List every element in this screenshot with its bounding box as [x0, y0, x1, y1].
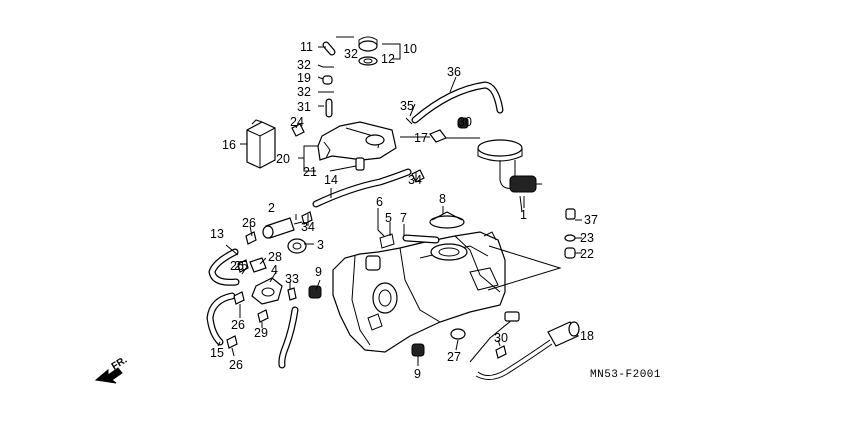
cap-assembly: [358, 36, 378, 66]
hose-33-line: [278, 306, 299, 369]
callout-21: 21: [303, 165, 317, 179]
hose-13: [208, 248, 240, 286]
hose-14: [312, 168, 412, 208]
fuel-pump-assembly: [477, 139, 542, 213]
callout-26-c: 26: [229, 358, 243, 372]
callout-23: 23: [580, 231, 594, 245]
hose-7: [402, 234, 440, 244]
front-direction-arrow-icon: [94, 367, 123, 384]
callout-8: 8: [439, 192, 446, 206]
canister: [246, 119, 276, 169]
callout-10: 10: [403, 42, 417, 56]
callout-36: 36: [447, 65, 461, 79]
callout-26-d: 26: [230, 259, 244, 273]
fuel-filter: [251, 217, 307, 305]
hose-11: [322, 41, 336, 56]
diagram-code: MN53-F2001: [590, 369, 661, 381]
callout-22: 22: [580, 247, 594, 261]
callout-7: 7: [400, 211, 407, 225]
fuel-tank: [332, 231, 506, 353]
callout-5: 5: [385, 211, 392, 225]
callout-25: 25: [234, 259, 248, 273]
small-parts: [291, 66, 576, 259]
callout-11: 11: [300, 40, 313, 54]
callout-4: 4: [271, 263, 278, 277]
callout-20: 20: [276, 152, 290, 166]
callout-30-b: 30: [494, 331, 508, 345]
callout-35: 35: [400, 99, 414, 113]
bracket-assembly: [317, 121, 397, 171]
callout-34-a: 34: [301, 220, 315, 234]
callout-34-b: 34: [408, 173, 422, 187]
callout-18: 18: [580, 329, 594, 343]
callout-26-a: 26: [242, 216, 256, 230]
callout-6: 6: [376, 195, 383, 209]
callouts: 1 2 3 4 5 6 7 8 9 9 10 11 12 13 14 15 16…: [210, 40, 598, 381]
callout-31: 31: [297, 100, 311, 114]
callout-15: 15: [210, 346, 224, 360]
callout-32-c: 32: [297, 85, 311, 99]
callout-32-b: 32: [297, 58, 311, 72]
callout-32-a: 32: [344, 47, 358, 61]
callout-14: 14: [324, 173, 338, 187]
callout-24: 24: [290, 115, 304, 129]
callout-9-a: 9: [315, 265, 322, 279]
callout-29: 29: [254, 326, 268, 340]
hose-15: [206, 292, 236, 346]
callout-27: 27: [447, 350, 461, 364]
callout-33: 33: [285, 272, 299, 286]
callout-2: 2: [268, 201, 275, 215]
sender-unit: [308, 285, 580, 380]
callout-13: 13: [210, 227, 224, 241]
callout-3: 3: [317, 238, 324, 252]
callout-12: 12: [381, 52, 395, 66]
callout-19: 19: [297, 71, 311, 85]
callout-1: 1: [520, 208, 527, 222]
hose-36: [411, 81, 504, 124]
callout-16: 16: [222, 138, 236, 152]
callout-9-b: 9: [414, 367, 421, 381]
leader-lines: [217, 36, 582, 366]
callout-28: 28: [268, 250, 282, 264]
callout-26-b: 26: [231, 318, 245, 332]
callout-37: 37: [584, 213, 598, 227]
front-direction-label: FR.: [110, 355, 130, 373]
callout-17: 17: [414, 131, 428, 145]
callout-30-a: 30: [458, 115, 472, 129]
